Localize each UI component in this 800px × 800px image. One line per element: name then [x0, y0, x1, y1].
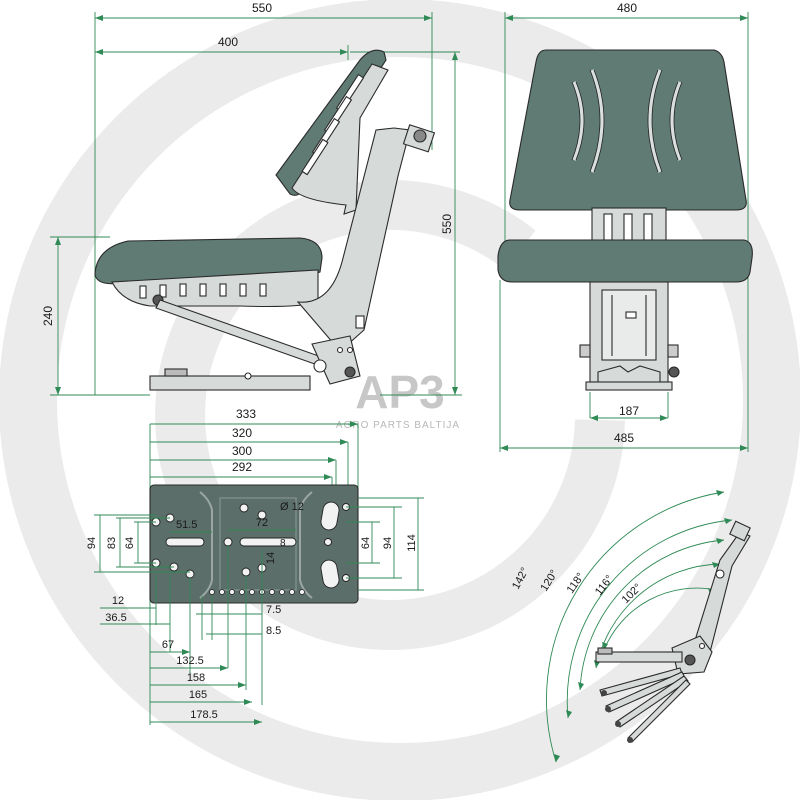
dim-gap-7-5: 7.5	[266, 604, 281, 616]
slide-rail-side	[149, 375, 311, 391]
arc-118	[579, 539, 725, 691]
dim-left-64: 64	[124, 537, 136, 549]
dim-gap-8-5: 8.5	[266, 625, 281, 637]
arc-102	[603, 587, 717, 651]
angle-116: 116°	[593, 573, 616, 598]
watermark-subtitle: AGRO PARTS BALTIJA	[336, 420, 460, 431]
dim-seat-height: 240	[41, 306, 55, 326]
base-plate-view: 333 320 300 292	[86, 407, 424, 725]
mounting-hole	[324, 538, 332, 546]
dim-overall-width: 485	[614, 431, 634, 445]
mounting-slot	[320, 501, 340, 531]
side-view: 550 400 550 240	[41, 1, 462, 396]
dim-bottom-165: 165	[189, 689, 207, 701]
watermark-logo: AP3	[355, 366, 444, 418]
arc-142	[546, 491, 725, 763]
mounting-hole	[257, 510, 267, 520]
dim-right-114: 114	[406, 534, 418, 552]
dim-overall-height: 550	[440, 214, 454, 234]
rail-angle-view	[595, 651, 683, 663]
backrest-frame	[291, 63, 389, 215]
dim-bottom-36-5: 36.5	[105, 612, 126, 624]
mounting-slot	[165, 537, 205, 547]
dim-right-64: 64	[360, 537, 372, 549]
mounting-hole	[223, 537, 233, 547]
support-arm	[296, 127, 411, 347]
dim-plate-320: 320	[232, 426, 252, 440]
mounting-hole	[185, 569, 195, 579]
dim-bottom-132-5: 132.5	[176, 655, 204, 667]
dim-inner-width: 72	[256, 517, 268, 529]
dim-overall-length: 550	[252, 1, 272, 15]
dim-bottom-158: 158	[187, 672, 205, 684]
dim-bottom-67: 67	[162, 639, 174, 651]
mounting-hole	[241, 567, 251, 577]
dim-left-83: 83	[106, 537, 118, 549]
angle-view: 142° 120° 118° 116° 102°	[510, 490, 751, 763]
dim-bottom-178-5: 178.5	[190, 709, 218, 721]
dim-slot-label: 8	[280, 538, 286, 549]
dim-bottom-12: 12	[112, 595, 124, 607]
mounting-slot	[239, 537, 297, 547]
dim-hole-diameter: Ø 12	[280, 501, 304, 513]
seat-positions	[599, 667, 691, 743]
dim-base-inner-width: 187	[619, 404, 639, 418]
angle-118: 118°	[565, 571, 587, 596]
dim-plate-333: 333	[236, 407, 256, 421]
dim-plate-292: 292	[232, 460, 252, 474]
backrest-front	[509, 49, 747, 211]
dim-backrest-depth: 400	[218, 35, 238, 49]
mounting-hole	[239, 503, 249, 513]
front-view: 480 187 485	[497, 1, 753, 452]
dim-right-94: 94	[382, 537, 394, 549]
mounting-slot	[320, 559, 340, 589]
dim-inner-spacing: 51.5	[176, 519, 197, 531]
dim-inner-height: 14	[265, 552, 277, 564]
seat-cushion-side	[94, 237, 323, 285]
dim-backrest-width: 480	[617, 1, 637, 15]
dim-left-94: 94	[86, 537, 98, 549]
dim-plate-300: 300	[232, 444, 252, 458]
seat-cushion-front	[497, 239, 753, 283]
arc-116	[595, 563, 721, 669]
arc-120	[566, 519, 733, 719]
